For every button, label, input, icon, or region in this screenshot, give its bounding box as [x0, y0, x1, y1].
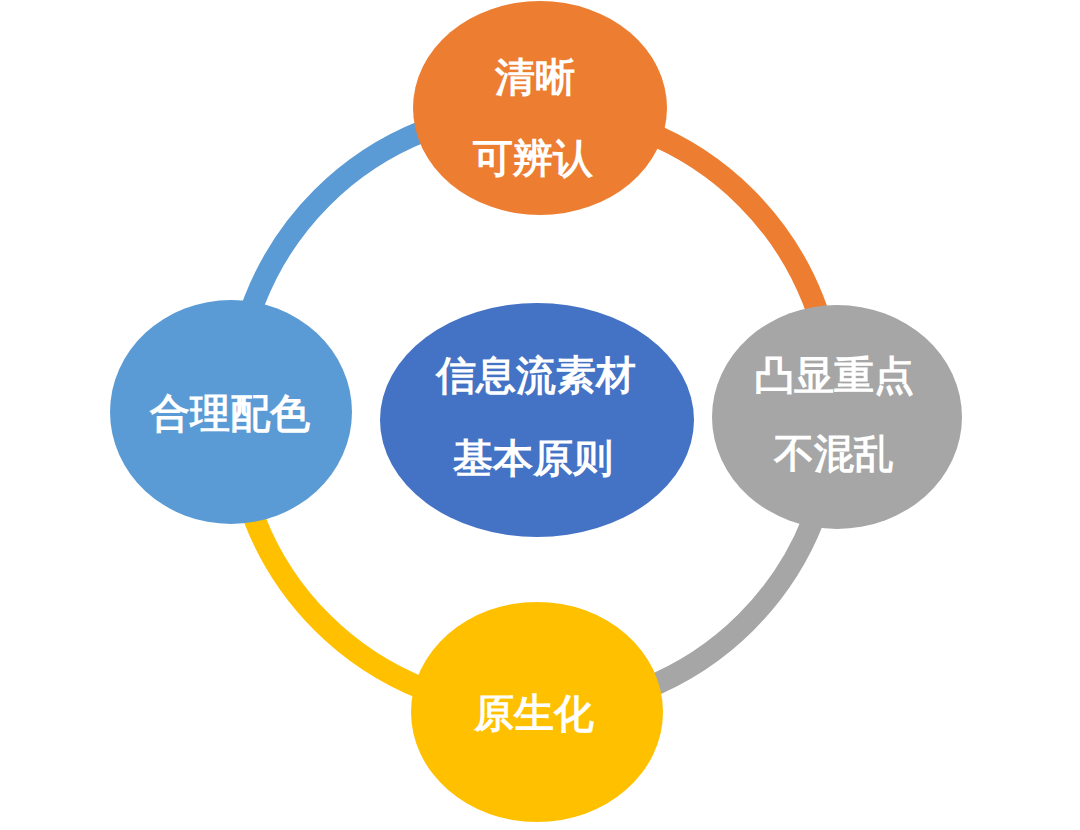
- node-top-label-line2: 可辨认: [472, 135, 594, 181]
- node-left-label: 合理配色: [149, 390, 311, 436]
- center-ellipse: [380, 303, 694, 537]
- center-label-line1: 信息流素材: [434, 352, 636, 398]
- node-bottom-label: 原生化: [473, 690, 594, 736]
- node-right-label-line2: 不混乱: [773, 430, 894, 476]
- node-right-ellipse: [712, 305, 962, 529]
- node-right-label-line1: 凸显重点: [754, 352, 914, 398]
- node-top-ellipse: [413, 1, 667, 215]
- node-top-label-line1: 清晰: [494, 54, 575, 100]
- center-label-line2: 基本原则: [452, 435, 613, 481]
